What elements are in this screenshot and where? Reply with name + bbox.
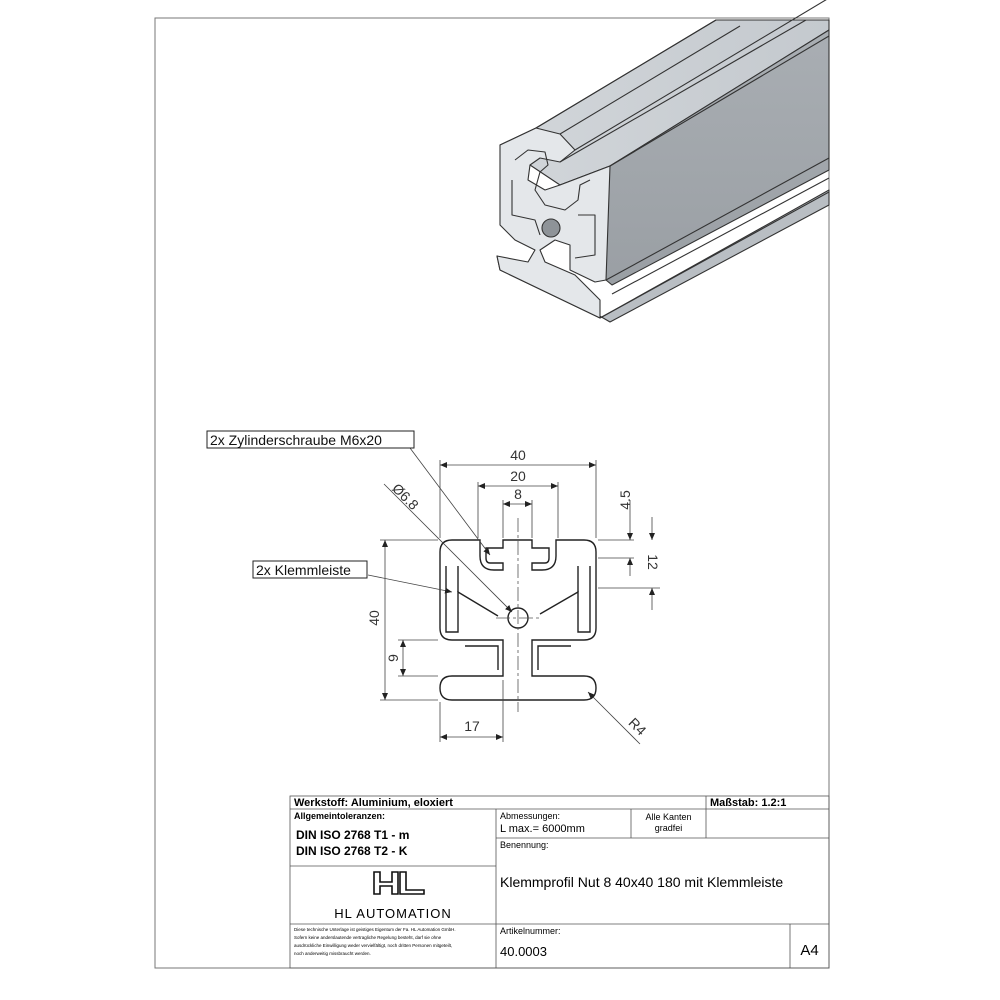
clamp-callout-label: 2x Klemmleiste (256, 562, 351, 578)
sheet-format: A4 (800, 942, 819, 959)
edges-line-1: Alle Kanten (645, 812, 692, 822)
screw-callout-label: 2x Zylinderschraube M6x20 (210, 432, 382, 448)
tolerance-2: DIN ISO 2768 T2 - K (296, 844, 408, 858)
material-label: Werkstoff: Aluminium, eloxiert (294, 797, 453, 809)
dim-lower-width: 17 (464, 718, 480, 734)
tolerance-1: DIN ISO 2768 T1 - m (296, 828, 410, 842)
dimension-lines (367, 447, 660, 745)
tolerances-label: Allgemeintoleranzen: (294, 811, 386, 821)
dim-lower-height: 9 (385, 654, 401, 662)
clamp-callout-box (252, 560, 368, 579)
legal-line-3: ausdrückliche Einwilligung weder verviel… (294, 943, 453, 948)
dim-slot-depth: 4.5 (617, 490, 633, 510)
part-name: Klemmprofil Nut 8 40x40 180 mit Klemmlei… (500, 874, 784, 890)
scale-label: Maßstab: 1.2:1 (710, 797, 787, 809)
article-label: Artikelnummer: (500, 926, 561, 936)
dimensions-label: Abmessungen: (500, 811, 561, 821)
length-value: L max.= 6000mm (500, 823, 585, 835)
screw-callout-box (206, 430, 415, 449)
article-number: 40.0003 (500, 944, 547, 959)
legal-line-1: Diese technische Unterlage ist geistiges… (294, 927, 456, 932)
dim-slot-height: 12 (645, 554, 661, 570)
hl-logo (373, 871, 425, 895)
dim-hole-diameter: Ø6.8 (389, 480, 422, 513)
dim-overall-height: 40 (366, 610, 382, 626)
dim-overall-width: 40 (510, 447, 526, 463)
dimension-texts: 40 20 8 Ø6.8 4.5 12 40 9 17 R4 (366, 447, 661, 739)
name-label: Benennung: (500, 840, 549, 850)
center-lines (496, 518, 540, 712)
title-block-grid (289, 795, 830, 969)
legal-line-4: noch anderweitig missbraucht werden. (294, 951, 371, 956)
dim-corner-radius: R4 (626, 714, 650, 738)
profile-isometric-view (496, 0, 830, 323)
dim-slot-spacing: 20 (510, 468, 526, 484)
edges-line-2: gradfei (654, 823, 683, 833)
company-name: HL AUTOMATION (334, 906, 452, 921)
legal-line-2: Sofern keine anderslautende vertragliche… (294, 935, 442, 940)
dim-slot-width: 8 (514, 486, 522, 502)
